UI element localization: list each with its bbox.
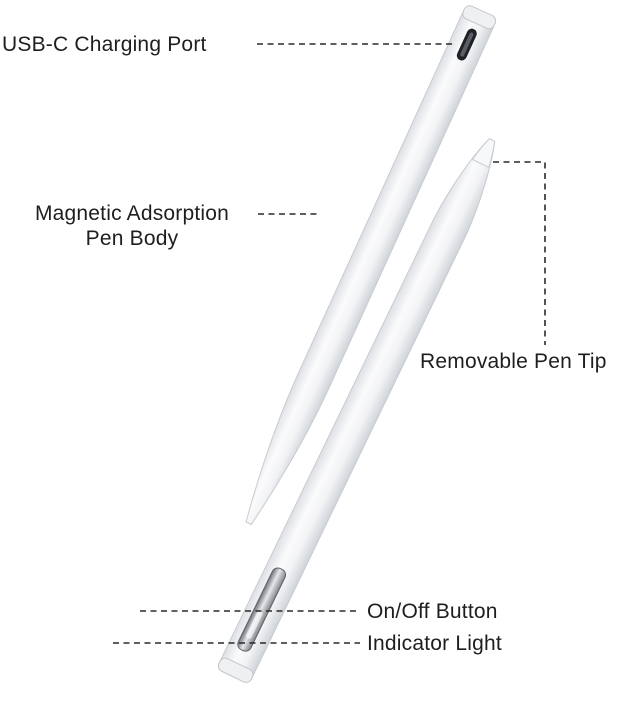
pen-upper [245, 5, 497, 526]
label-pen-body-line2: Pen Body [85, 227, 179, 250]
pen-upper-body [245, 12, 495, 526]
label-usb-c-port: USB-C Charging Port [2, 33, 207, 56]
leader-pen-tip [493, 161, 546, 345]
indicator-light [246, 611, 263, 639]
label-pen-body: Magnetic Adsorption Pen Body [14, 201, 250, 251]
label-pen-body-line1: Magnetic Adsorption [34, 202, 230, 225]
pen-lower [217, 138, 496, 683]
label-pen-tip: Removable Pen Tip [420, 350, 607, 373]
removable-pen-tip [471, 138, 496, 169]
label-on-off-button: On/Off Button [367, 600, 498, 623]
label-indicator-light: Indicator Light [367, 632, 502, 655]
pen-lower-end-cap [217, 657, 254, 683]
usb-c-port-inner [460, 32, 474, 57]
pen-upper-cap [462, 5, 497, 30]
